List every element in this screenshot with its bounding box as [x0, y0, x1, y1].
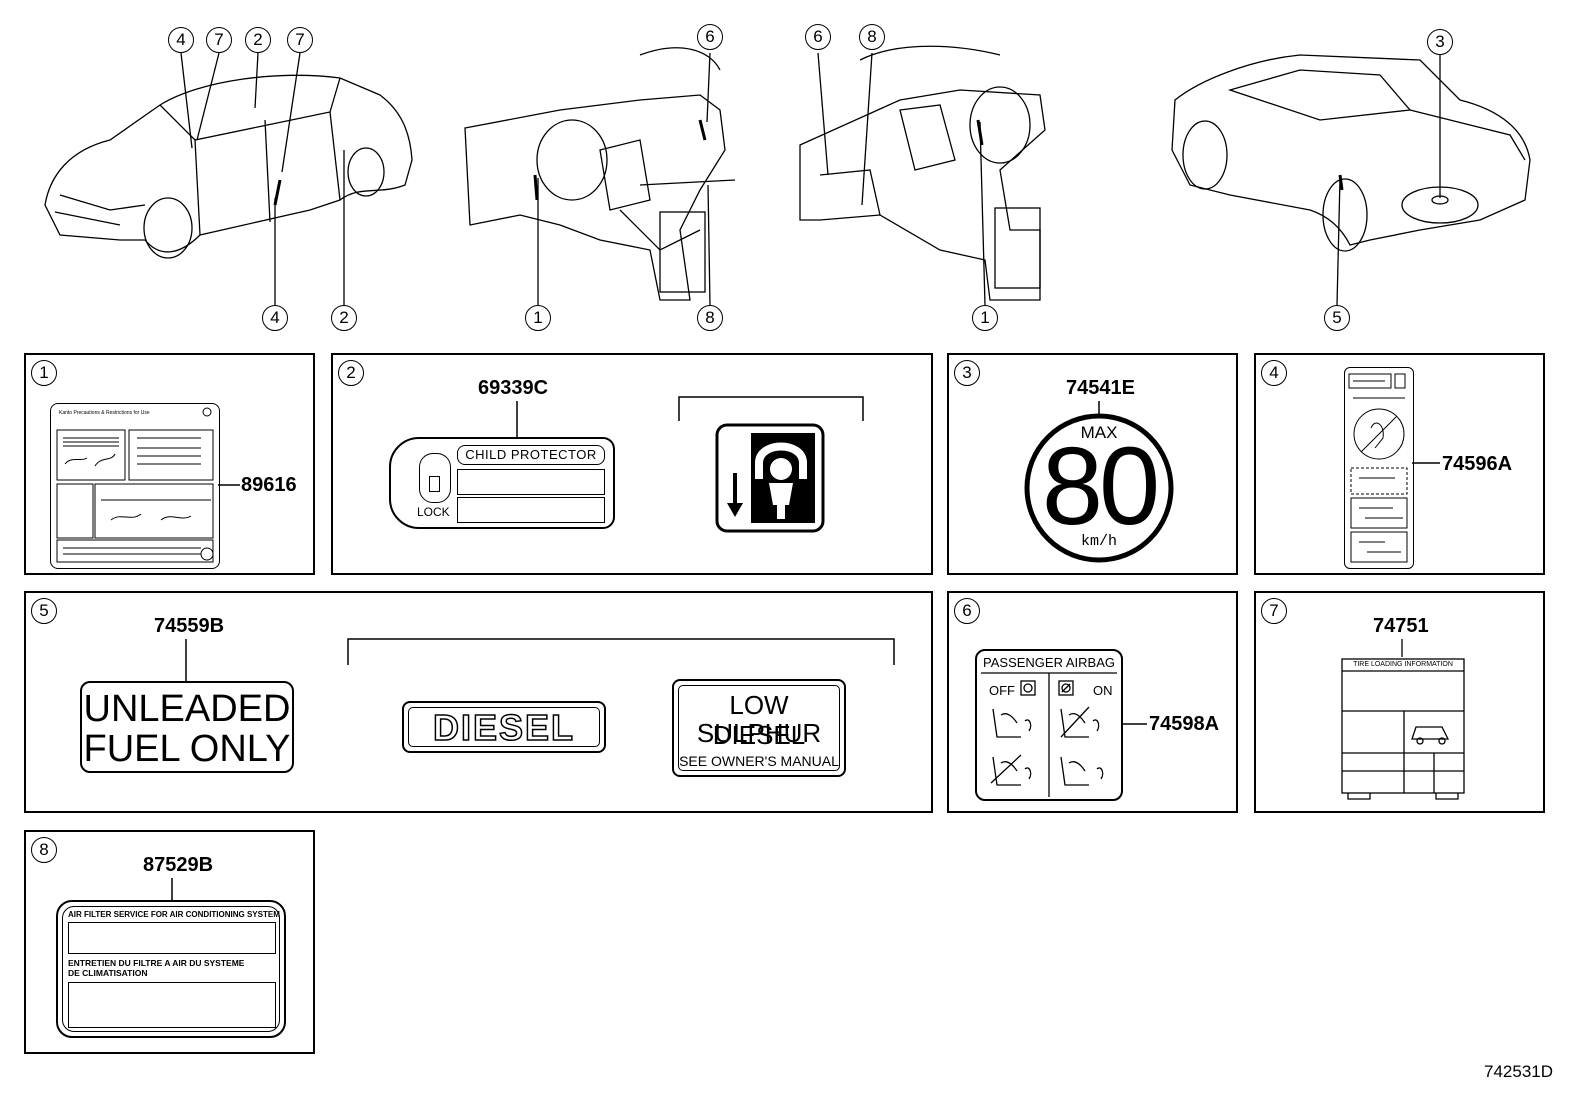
panel-3: 3 74541E MAX 80 km/h — [947, 353, 1238, 575]
airbag-on: ON — [1093, 683, 1113, 698]
panel-8: 8 87529B AIR FILTER SERVICE FOR AIR COND… — [24, 830, 315, 1054]
low-sulphur-line3: SEE OWNER'S MANUAL — [679, 753, 839, 769]
low-sulphur-line1: LOW SULPHUR — [696, 690, 822, 748]
callout-1: 1 — [525, 305, 551, 331]
callout-8: 8 — [859, 24, 885, 50]
child-protector-header: CHILD PROTECTOR — [457, 445, 605, 465]
lock-switch — [419, 453, 451, 503]
child-protector-label: LOCK CHILD PROTECTOR — [389, 437, 615, 529]
panel-number: 6 — [954, 598, 980, 624]
callout-3: 3 — [1427, 29, 1453, 55]
panel-number: 7 — [1261, 598, 1287, 624]
callout-4: 4 — [168, 27, 194, 53]
panel-2: 2 69339C LOCK CHILD PROTECTOR — [331, 353, 933, 575]
label-title: Kanto Precautions & Restrictions for Use — [59, 410, 150, 416]
part-number: 74751 — [1373, 615, 1429, 637]
callout-6: 6 — [805, 24, 831, 50]
car-rear-view — [1171, 54, 1531, 252]
panel-number: 4 — [1261, 360, 1287, 386]
part-number: 74559B — [154, 615, 225, 637]
part-number: 74596A — [1442, 453, 1513, 475]
passenger-airbag-label: PASSENGER AIRBAG OFF ON — [975, 649, 1123, 801]
diagram-code: 742531D — [1484, 1062, 1554, 1081]
panel-number: 3 — [954, 360, 980, 386]
callout-4: 4 — [262, 305, 288, 331]
panel-7: 7 74751 TIRE LOADING INFORMATION — [1254, 591, 1545, 813]
panel-6: 6 PASSENGER AIRBAG OFF ON 74598A — [947, 591, 1238, 813]
panel-4: 4 74596A — [1254, 353, 1545, 575]
callout-2: 2 — [331, 305, 357, 331]
panel-1: 1 Kanto Precautions & Restrictions for U… — [24, 353, 315, 575]
panel-number: 8 — [31, 837, 57, 863]
part-number: 74598A — [1149, 713, 1220, 735]
dashboard-view-rhd — [799, 45, 1046, 301]
callout-7: 7 — [206, 27, 232, 53]
speed-value: 80 — [1041, 425, 1160, 548]
callout-2: 2 — [245, 27, 271, 53]
callout-6: 6 — [697, 24, 723, 50]
unleaded-line1: UNLEADED — [83, 688, 291, 730]
callout-1: 1 — [972, 305, 998, 331]
max-text: MAX — [1080, 423, 1118, 442]
panel-number: 2 — [338, 360, 364, 386]
label-89616-graphic: Kanto Precautions & Restrictions for Use — [50, 403, 220, 569]
part-number: 87529B — [143, 854, 214, 876]
low-sulphur-diesel-label: LOW SULPHUR DIESEL SEE OWNER'S MANUAL — [672, 679, 846, 777]
unleaded-fuel-label: UNLEADED FUEL ONLY — [80, 681, 294, 773]
low-sulphur-line2: DIESEL — [712, 720, 806, 750]
vehicle-views: 4 7 2 7 4 2 6 1 8 6 8 1 3 5 — [0, 0, 1592, 345]
lock-text: LOCK — [417, 505, 450, 519]
speed-unit: km/h — [1080, 533, 1117, 550]
callout-7: 7 — [287, 27, 313, 53]
air-filter-label: AIR FILTER SERVICE FOR AIR CONDITIONING … — [56, 900, 286, 1038]
dashboard-view-lhd — [464, 47, 736, 301]
callout-leaders — [180, 52, 1441, 306]
part-number: 69339C — [478, 377, 549, 399]
child-lock-pictogram — [715, 423, 825, 533]
diesel-text: DIESEL — [432, 707, 576, 749]
airbag-off: OFF — [989, 683, 1015, 698]
callout-8: 8 — [697, 305, 723, 331]
panel-number: 5 — [31, 598, 57, 624]
air-filter-english: AIR FILTER SERVICE FOR AIR CONDITIONING … — [68, 910, 280, 919]
air-filter-french-1: ENTRETIEN DU FILTRE A AIR DU SYSTEME — [68, 958, 245, 968]
panel-number: 1 — [31, 360, 57, 386]
part-number: 89616 — [241, 474, 297, 496]
diesel-label: DIESEL — [402, 701, 606, 753]
panel-5: 5 74559B UNLEADED FUEL ONLY DIESEL LOW S… — [24, 591, 933, 813]
callout-5: 5 — [1324, 305, 1350, 331]
label-74596a-graphic — [1344, 367, 1414, 569]
unleaded-line2: FUEL ONLY — [83, 728, 291, 770]
tire-loading-title: TIRE LOADING INFORMATION — [1353, 661, 1453, 668]
airbag-title: PASSENGER AIRBAG — [983, 655, 1115, 670]
car-front-view — [44, 74, 413, 259]
part-number: 74541E — [1066, 377, 1135, 399]
air-filter-french-2: DE CLIMATISATION — [68, 968, 148, 978]
